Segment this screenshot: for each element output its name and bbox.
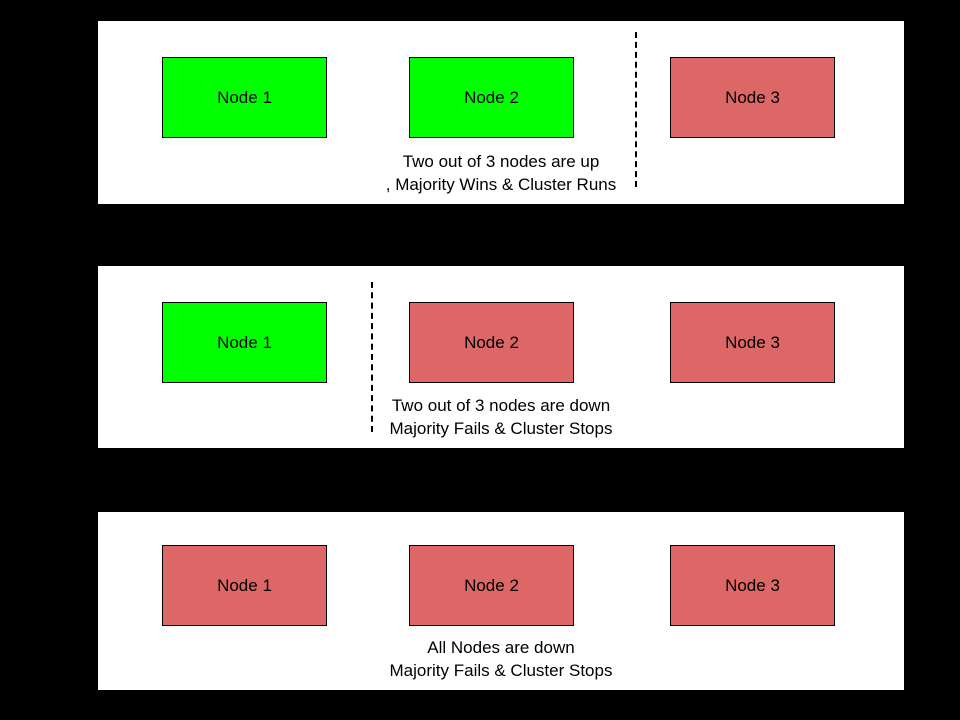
panel-majority-down: Node 1 Node 2 Node 3 Two out of 3 nodes … [96, 264, 906, 450]
node-1-label: Node 1 [217, 332, 272, 352]
node-3-box: Node 3 [670, 302, 835, 383]
node-2-label: Node 2 [464, 575, 519, 595]
node-1-box: Node 1 [162, 302, 327, 383]
panel-caption: All Nodes are down Majority Fails & Clus… [98, 636, 904, 682]
node-2-box: Node 2 [409, 302, 574, 383]
partition-divider-line [371, 282, 373, 432]
caption-line-2: , Majority Wins & Cluster Runs [385, 175, 617, 194]
node-3-box: Node 3 [670, 57, 835, 138]
caption-line-1: Two out of 3 nodes are up [402, 152, 600, 171]
node-2-box: Node 2 [409, 57, 574, 138]
node-1-label: Node 1 [217, 87, 272, 107]
caption-line-2: Majority Fails & Cluster Stops [389, 419, 613, 438]
node-2-label: Node 2 [464, 87, 519, 107]
node-2-box: Node 2 [409, 545, 574, 626]
node-3-box: Node 3 [670, 545, 835, 626]
panel-caption: Two out of 3 nodes are down Majority Fai… [98, 394, 904, 440]
caption-line-1: Two out of 3 nodes are down [391, 396, 611, 415]
caption-line-2: Majority Fails & Cluster Stops [389, 661, 613, 680]
node-3-label: Node 3 [725, 575, 780, 595]
node-3-label: Node 3 [725, 332, 780, 352]
partition-divider-line [635, 32, 637, 187]
node-1-box: Node 1 [162, 57, 327, 138]
panel-majority-up: Node 1 Node 2 Node 3 Two out of 3 nodes … [96, 19, 906, 206]
node-2-label: Node 2 [464, 332, 519, 352]
panel-all-down: Node 1 Node 2 Node 3 All Nodes are down … [96, 510, 906, 692]
node-3-label: Node 3 [725, 87, 780, 107]
panel-caption: Two out of 3 nodes are up , Majority Win… [98, 150, 904, 196]
node-1-label: Node 1 [217, 575, 272, 595]
caption-line-1: All Nodes are down [427, 638, 575, 657]
node-1-box: Node 1 [162, 545, 327, 626]
